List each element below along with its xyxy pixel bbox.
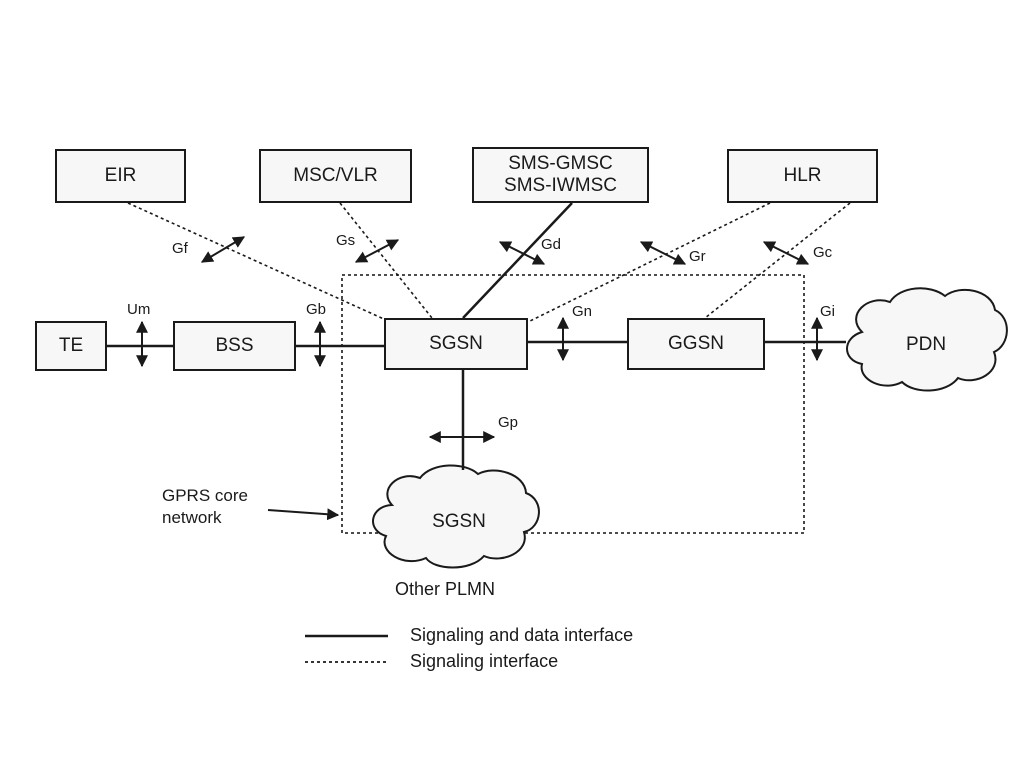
msc-vlr-label: MSC/VLR xyxy=(293,165,378,186)
gc-label: Gc xyxy=(813,244,833,261)
gs-arrow xyxy=(354,239,400,263)
msc-vlr-node: MSC/VLR xyxy=(259,149,412,203)
sgsn-label: SGSN xyxy=(429,333,483,354)
eir-label: EIR xyxy=(104,165,137,186)
te-node: TE xyxy=(35,321,107,371)
bss-label: BSS xyxy=(215,335,254,356)
sms-iwmsc-label: SMS-IWMSC xyxy=(504,175,617,196)
um-label: Um xyxy=(127,301,151,318)
gf-arrow xyxy=(200,236,246,263)
gd-arrow xyxy=(498,241,546,265)
pdn-cloud-shape xyxy=(846,287,1008,392)
ggsn-label: GGSN xyxy=(668,333,724,354)
ggsn-node: GGSN xyxy=(627,318,765,370)
other-plmn-label: Other PLMN xyxy=(395,579,496,599)
gp-label: Gp xyxy=(498,414,519,431)
gd-label: Gd xyxy=(541,236,562,253)
sgsn-smsgmsc-link xyxy=(462,202,573,319)
bss-node: BSS xyxy=(173,321,296,371)
sgsn-node: SGSN xyxy=(384,318,528,370)
gprs-core-line2: network xyxy=(162,508,222,527)
eir-node: EIR xyxy=(55,149,186,203)
hlr-label: HLR xyxy=(783,165,822,186)
hlr-node: HLR xyxy=(727,149,878,203)
gprs-core-network-label: GPRS core network xyxy=(162,485,248,529)
gprs-core-line1: GPRS core xyxy=(162,486,248,505)
eir-sgsn-link xyxy=(127,202,387,321)
gn-label: Gn xyxy=(572,303,593,320)
hlr-sgsn-link xyxy=(527,202,771,323)
legend-dashed-label: Signaling interface xyxy=(410,651,559,671)
gb-label: Gb xyxy=(306,301,327,318)
gi-label: Gi xyxy=(820,303,835,320)
gprs-core-pointer-arrow xyxy=(267,508,340,521)
other-sgsn-label: SGSN xyxy=(432,511,486,532)
gr-arrow xyxy=(639,241,687,265)
legend-solid-label: Signaling and data interface xyxy=(410,625,634,645)
gprs-core-boundary xyxy=(341,274,805,534)
pdn-label: PDN xyxy=(905,334,947,355)
sms-gmsc-node: SMS-GMSC SMS-IWMSC xyxy=(472,147,649,203)
gr-label: Gr xyxy=(689,248,706,265)
gf-label: Gf xyxy=(172,240,188,257)
gc-arrow xyxy=(762,241,810,265)
gs-label: Gs xyxy=(336,232,356,249)
te-label: TE xyxy=(58,335,84,356)
sms-gmsc-label: SMS-GMSC xyxy=(508,153,613,174)
mscvlr-sgsn-link xyxy=(339,202,433,319)
other-sgsn-cloud-shape xyxy=(372,464,540,569)
